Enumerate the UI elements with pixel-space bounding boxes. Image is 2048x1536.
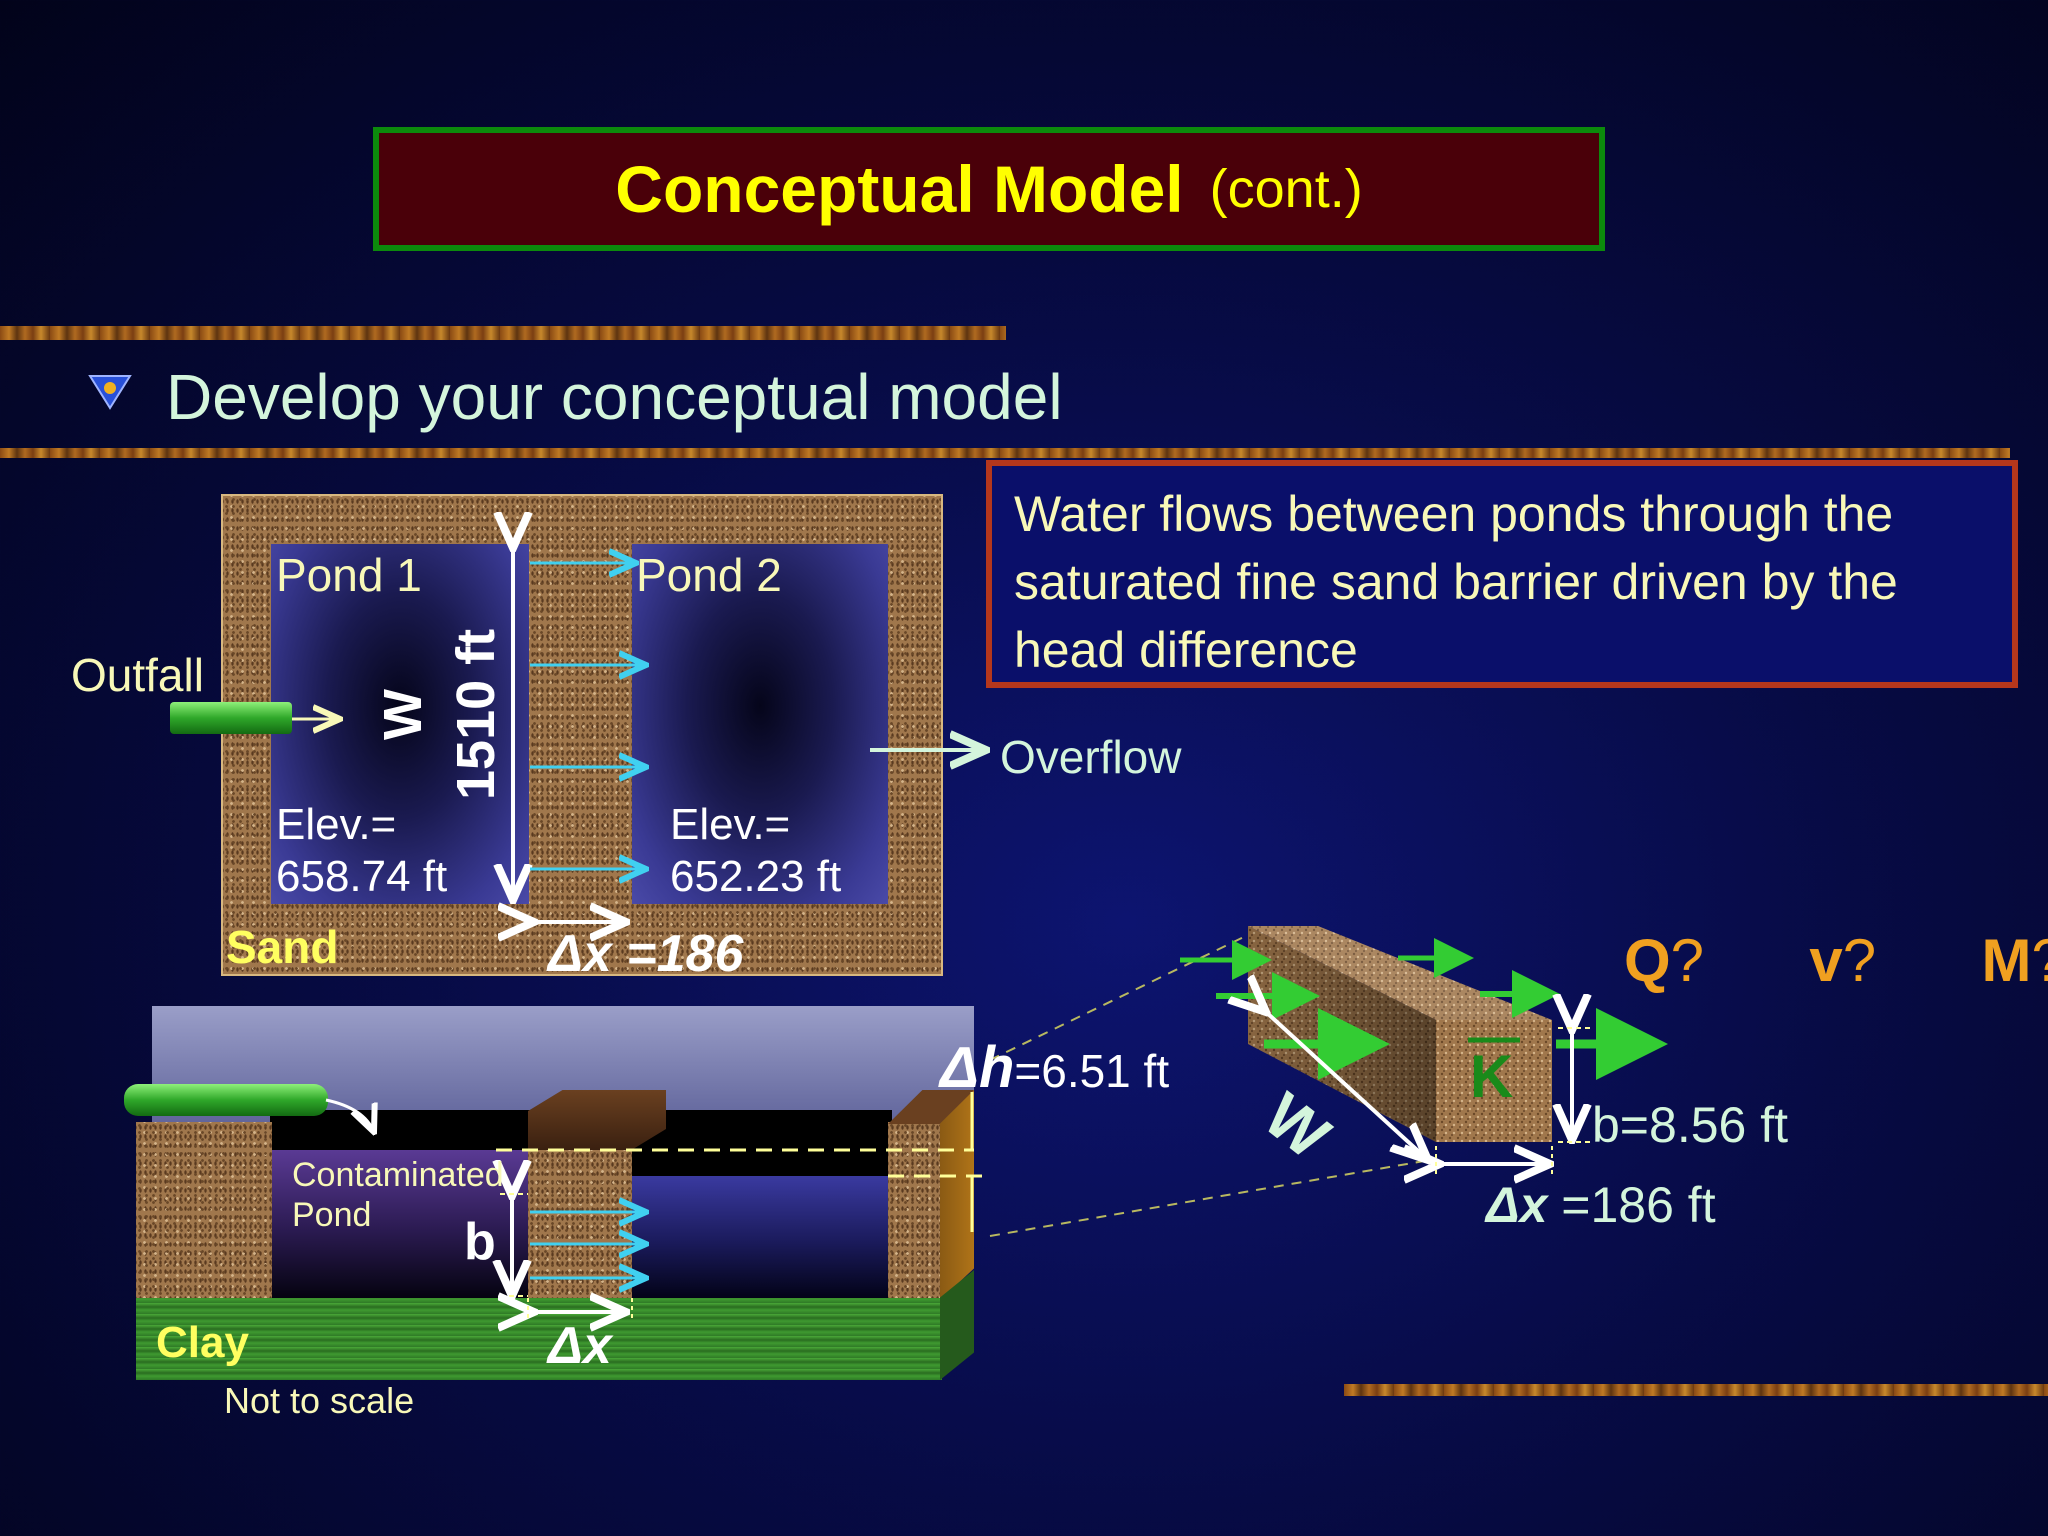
slide-title: Conceptual Model bbox=[615, 152, 1184, 226]
sand-label: Sand bbox=[226, 921, 339, 973]
pond-2 bbox=[632, 544, 888, 904]
slide-title-suffix: (cont.) bbox=[1209, 159, 1363, 219]
block-k-label: K bbox=[1470, 1043, 1514, 1110]
block-dx-value: =186 ft bbox=[1547, 1177, 1716, 1233]
v-question: ? bbox=[1842, 927, 1877, 994]
pond-2-label: Pond 2 bbox=[636, 549, 782, 601]
plan-dx-label: Δx =186 bbox=[548, 925, 744, 983]
pond-1-elev-value: 658.74 ft bbox=[276, 852, 448, 901]
left-sand-wall bbox=[136, 1122, 272, 1300]
q-question: ? bbox=[1670, 927, 1705, 994]
pond-2-water bbox=[632, 1176, 888, 1298]
overflow-label: Overflow bbox=[1000, 731, 1182, 783]
triangle-bullet-icon bbox=[86, 372, 134, 412]
m-symbol: M bbox=[1981, 927, 2032, 994]
contaminated-pond-water bbox=[272, 1150, 528, 1298]
contaminated-label-line2: Pond bbox=[292, 1196, 372, 1234]
pond-1-elev-label: Elev.= bbox=[276, 800, 397, 849]
block-dx-label: Δx =186 ft bbox=[1486, 1176, 1716, 1234]
v-symbol: v bbox=[1809, 927, 1843, 994]
mid-divider-stripe bbox=[0, 448, 2010, 458]
outfall-pipe-plan bbox=[170, 702, 292, 734]
top-divider-stripe bbox=[0, 326, 1006, 340]
bottom-divider-stripe bbox=[1344, 1384, 2048, 1396]
not-to-scale-label: Not to scale bbox=[224, 1380, 415, 1421]
block-dx-symbol: Δx bbox=[1486, 1177, 1548, 1233]
section-dx-label: Δx bbox=[548, 1317, 612, 1375]
pond-1-label: Pond 1 bbox=[276, 549, 422, 601]
pond-2-elev-label: Elev.= bbox=[670, 800, 791, 849]
contaminated-label-line1: Contaminated bbox=[292, 1156, 504, 1194]
m-question: ? bbox=[2031, 927, 2048, 994]
right-wall-side bbox=[940, 1090, 974, 1300]
bullet-text: Develop your conceptual model bbox=[166, 361, 1063, 433]
unknowns-row: Q? v? M? bbox=[1624, 926, 2048, 995]
outfall-label: Outfall bbox=[71, 649, 204, 701]
right-sand-wall bbox=[888, 1122, 942, 1300]
q-symbol: Q bbox=[1624, 927, 1671, 994]
center-sand-barrier bbox=[528, 1150, 632, 1300]
title-box: Conceptual Model (cont.) bbox=[373, 127, 1605, 251]
section-b-label: b bbox=[464, 1213, 496, 1271]
dh-label: Δh=6.51 ft bbox=[940, 1034, 1169, 1101]
clay-label: Clay bbox=[156, 1318, 249, 1367]
block-b-value: b=8.56 ft bbox=[1592, 1097, 1788, 1153]
outfall-pipe-section bbox=[124, 1084, 328, 1116]
dh-symbol: Δh bbox=[940, 1035, 1015, 1100]
center-barrier-top bbox=[528, 1090, 666, 1150]
callout-box: Water flows between ponds through the sa… bbox=[986, 460, 2018, 688]
pond-2-elev-value: 652.23 ft bbox=[670, 852, 842, 901]
dh-value: =6.51 ft bbox=[1014, 1045, 1170, 1097]
